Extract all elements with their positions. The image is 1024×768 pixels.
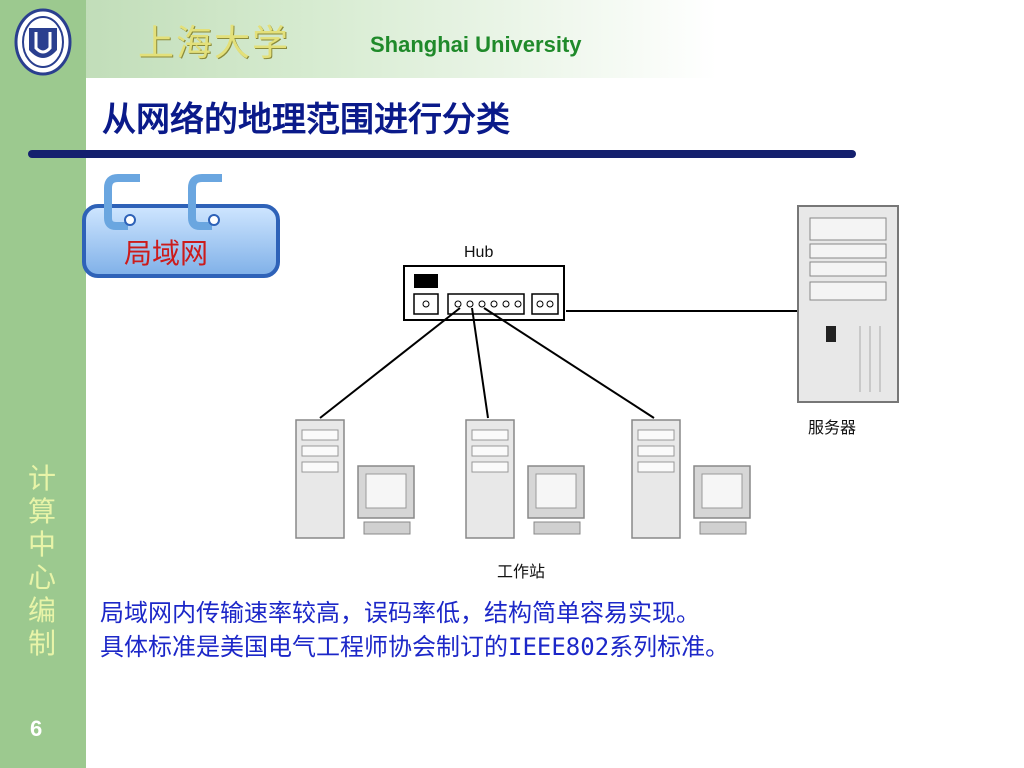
sidebar-char: 心 bbox=[27, 561, 56, 594]
body-line-2: 具体标准是美国电气工程师协会制订的IEEE802系列标准。 bbox=[100, 633, 730, 661]
header-band bbox=[0, 0, 1024, 78]
lan-badge-icon bbox=[82, 174, 280, 278]
sidebar-char: 算 bbox=[27, 495, 56, 528]
hub-label: Hub bbox=[464, 244, 494, 261]
lan-topology-diagram bbox=[295, 205, 899, 539]
workstation-1 bbox=[295, 419, 415, 539]
sidebar-char: 编 bbox=[27, 594, 56, 627]
server-label: 服务器 bbox=[808, 418, 857, 437]
sidebar bbox=[0, 0, 86, 768]
title-underline bbox=[28, 150, 856, 158]
network-cables bbox=[319, 307, 800, 419]
server-tower bbox=[797, 205, 899, 403]
body-line-1: 局域网内传输速率较高，误码率低，结构简单容易实现。 bbox=[100, 599, 700, 627]
workstation-2 bbox=[465, 419, 585, 539]
workstation-label: 工作站 bbox=[497, 562, 546, 581]
university-logo bbox=[14, 8, 72, 76]
sidebar-char: 计 bbox=[27, 462, 56, 495]
university-name-cn: 上海大学 bbox=[138, 23, 291, 64]
sidebar-char: 制 bbox=[27, 627, 56, 660]
body-text: 局域网内传输速率较高，误码率低，结构简单容易实现。 具体标准是美国电气工程师协会… bbox=[100, 596, 1000, 664]
sidebar-vertical-label: 计 算 中 心 编 制 bbox=[24, 462, 60, 660]
slide-title: 从网络的地理范围进行分类 bbox=[102, 100, 510, 140]
sidebar-char: 中 bbox=[27, 528, 56, 561]
university-name-en: Shanghai University bbox=[370, 32, 582, 57]
badge-label: 局域网 bbox=[124, 237, 209, 270]
workstation-3 bbox=[631, 419, 751, 539]
hub-device bbox=[403, 265, 565, 321]
page-number: 6 bbox=[30, 716, 43, 741]
